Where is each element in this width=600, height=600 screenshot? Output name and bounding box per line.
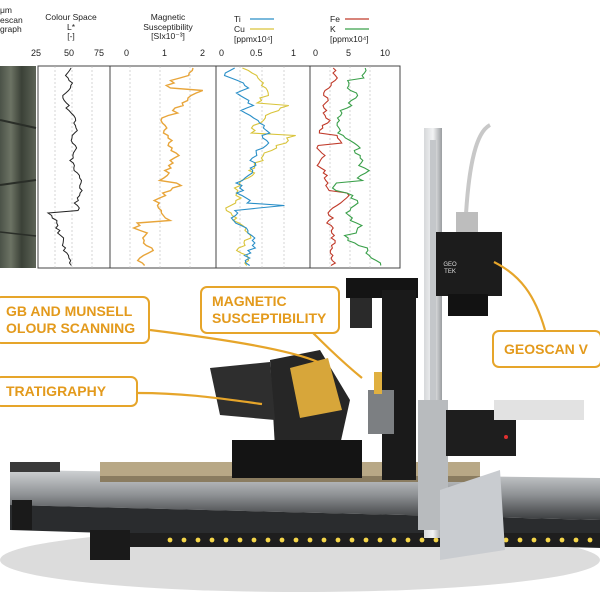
mag-sus-mast — [346, 278, 418, 480]
led-dot — [265, 537, 271, 543]
tick-label: 50 — [64, 48, 75, 58]
xrf-head — [436, 212, 502, 316]
tick-label: 2 — [200, 48, 206, 58]
k-legend-label: K — [330, 24, 336, 34]
photo-header-line: μm — [0, 5, 12, 15]
led-dot — [181, 537, 187, 543]
magnetic-title: Magnetic — [150, 12, 186, 22]
led-dot — [587, 537, 593, 543]
tick-label: 0 — [313, 48, 319, 58]
photo-header: μm escan graph — [0, 5, 23, 35]
plot-curves — [46, 67, 382, 266]
colour-space-title: Colour Space — [45, 12, 97, 22]
led-dot — [195, 537, 201, 543]
ti-cu-unit: [ppmx10⁴] — [234, 34, 273, 44]
led-dot — [279, 537, 285, 543]
colour-space-unit: [-] — [67, 31, 75, 41]
led-dot — [405, 537, 411, 543]
data-curve — [131, 67, 204, 266]
led-dot — [251, 537, 257, 543]
led-dot — [321, 537, 327, 543]
led-dot — [419, 537, 425, 543]
led-dot — [433, 537, 439, 543]
led-dot — [223, 537, 229, 543]
led-dot — [377, 537, 383, 543]
led-dot — [335, 537, 341, 543]
ti-legend-label: Ti — [234, 14, 241, 24]
led-dot — [209, 537, 215, 543]
colour-space-header: Colour Space L* [-] — [40, 12, 102, 42]
data-curve — [316, 67, 350, 266]
callout-line: OLOUR SCANNING — [6, 320, 136, 336]
led-dot — [573, 537, 579, 543]
magnetic-susceptibility-callout: MAGNETIC SUSCEPTIBILITY — [200, 286, 340, 334]
fe-legend-label: Fe — [330, 14, 340, 24]
led-dot — [531, 537, 537, 543]
fe-k-unit: [ppmx10⁴] — [330, 34, 369, 44]
led-dot — [363, 537, 369, 543]
led-dot — [391, 537, 397, 543]
data-curve — [46, 67, 83, 266]
magnetic-header: Magnetic Susceptibility [SIx10⁻³] — [128, 12, 208, 42]
rail-leg — [90, 530, 130, 560]
data-curve — [331, 67, 382, 266]
geotek-logo: GEO TEK — [443, 262, 457, 275]
led-dot — [307, 537, 313, 543]
tick-label: 5 — [346, 48, 352, 58]
core-photo — [0, 66, 36, 268]
magnetic-unit: [SIx10⁻³] — [151, 31, 185, 41]
callout-line: GEOSCAN V — [504, 341, 589, 357]
led-dot — [545, 537, 551, 543]
led-dot — [517, 537, 523, 543]
data-curve — [223, 67, 285, 266]
led-dot — [559, 537, 565, 543]
gantry-frame — [418, 128, 584, 560]
tick-label: 0 — [219, 48, 225, 58]
led-dot — [293, 537, 299, 543]
callout-line: MAGNETIC — [212, 293, 287, 309]
tick-label: 0 — [124, 48, 130, 58]
callout-line: TRATIGRAPHY — [6, 383, 107, 399]
photo-header-line: graph — [0, 24, 22, 34]
tick-label: 0.5 — [250, 48, 263, 58]
callout-line: SUSCEPTIBILITY — [212, 310, 327, 326]
tick-label: 1 — [162, 48, 168, 58]
led-dot — [503, 537, 509, 543]
magnetic-subtitle: Susceptibility — [143, 21, 193, 32]
tick-label: 25 — [31, 48, 42, 58]
rgb-munsell-callout: GB AND MUNSELL OLOUR SCANNING — [0, 296, 150, 344]
rail-leg — [12, 500, 32, 530]
led-dot — [237, 537, 243, 543]
tick-label: 1 — [291, 48, 297, 58]
photo-header-line: escan — [0, 14, 23, 25]
geoscan-callout: GEOSCAN V — [492, 330, 600, 368]
led-dot — [349, 537, 355, 543]
plot-gridlines — [54, 66, 371, 268]
led-dot — [167, 537, 173, 543]
cu-legend-label: Cu — [234, 24, 245, 34]
plot-tracks — [37, 65, 401, 269]
callout-line: GB AND MUNSELL — [6, 303, 133, 319]
colour-scanner — [210, 350, 362, 478]
sensor-cable — [464, 123, 492, 215]
tick-label: 75 — [94, 48, 105, 58]
colour-space-var: L* — [66, 21, 76, 32]
tick-label: 10 — [380, 48, 391, 58]
stratigraphy-callout: TRATIGRAPHY — [0, 376, 138, 407]
